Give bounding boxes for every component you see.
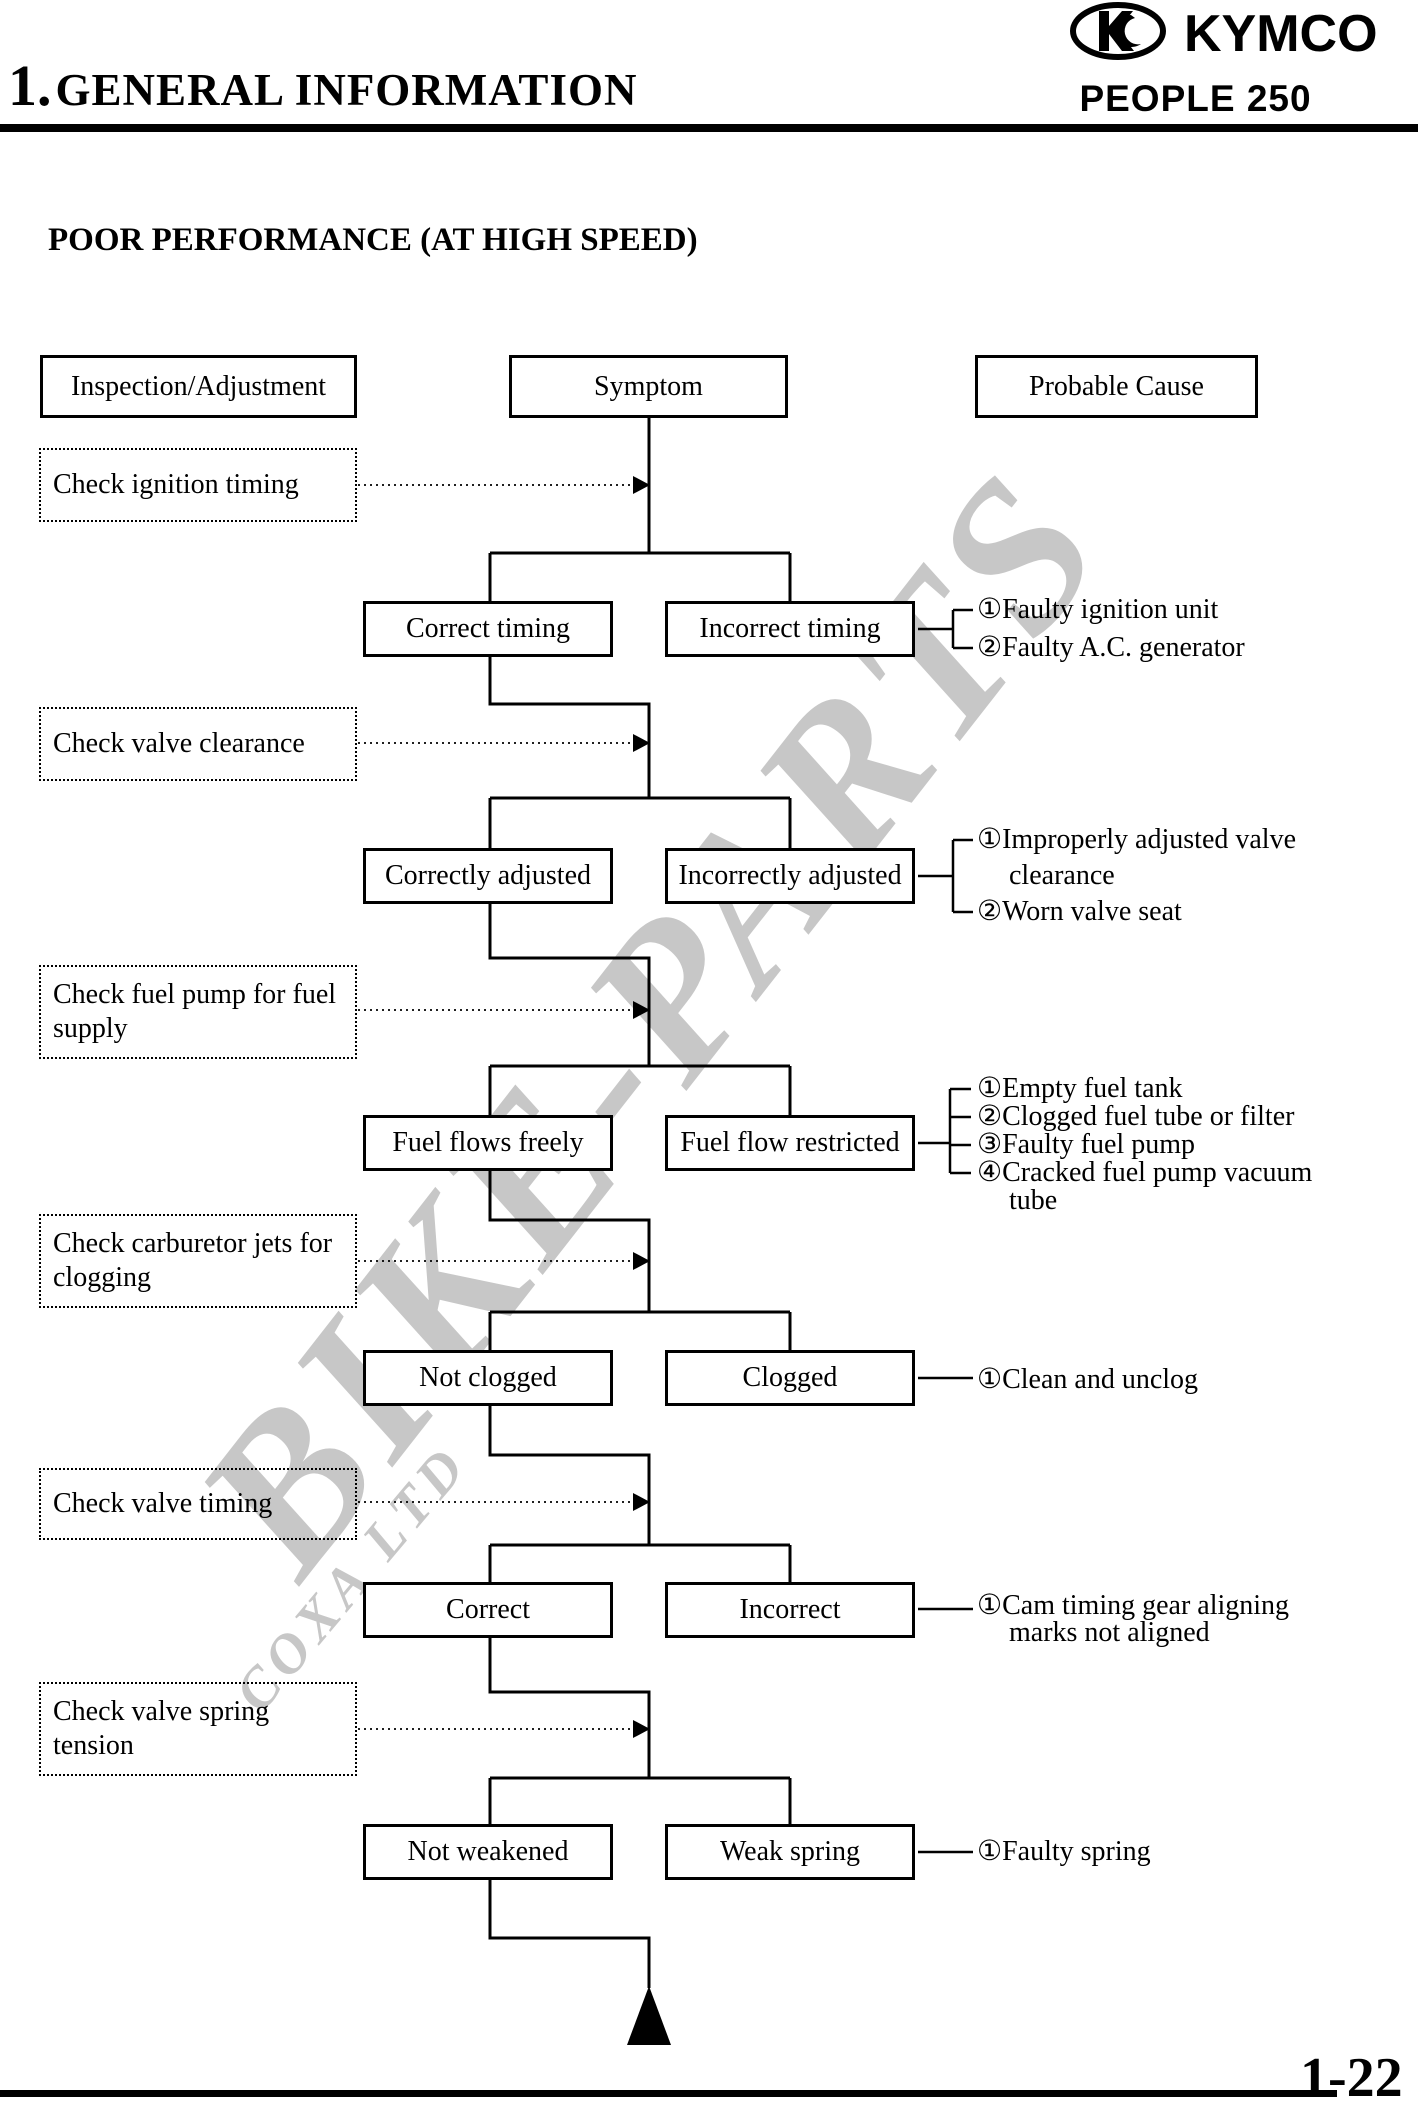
cause-item: ①Faulty ignition unit [977, 594, 1219, 625]
symptom-bad-box: Incorrect timing [665, 601, 915, 657]
continuation-triangle-icon [627, 1986, 671, 2045]
symptom-bad-box: Weak spring [665, 1824, 915, 1880]
cause-item: ④Cracked fuel pump vacuum [977, 1157, 1313, 1188]
cause-item: ②Clogged fuel tube or filter [977, 1101, 1295, 1132]
section-title: GENERAL INFORMATION [55, 65, 638, 115]
cause-list: ①Cam timing gear aligning marks not alig… [977, 1590, 1417, 1648]
kymco-logo-icon [1070, 2, 1166, 60]
header-rule [0, 124, 1418, 132]
inspection-label: Check ignition timing [53, 469, 299, 500]
cause-item: ①Empty fuel tank [977, 1073, 1183, 1104]
inspection-label: Check valve clearance [53, 728, 305, 759]
symptom-bad-box: Incorrect [665, 1582, 915, 1638]
document-header: 1. GENERAL INFORMATION [8, 52, 637, 119]
symptom-bad-box: Incorrectly adjusted [665, 848, 915, 904]
symptom-ok-box: Fuel flows freely [363, 1115, 613, 1171]
cause-item: ①Cam timing gear aligning [977, 1590, 1290, 1621]
symptom-ok-box: Correctly adjusted [363, 848, 613, 904]
inspection-box: Check valve timing [39, 1468, 357, 1540]
arrowheads [633, 476, 650, 1738]
cause-item: ②Worn valve seat [977, 896, 1182, 927]
inspection-label: Check carburetor jets for clogging [53, 1228, 333, 1293]
inspection-box: Check ignition timing [39, 448, 357, 522]
inspection-label: Check fuel pump for fuel supply [53, 979, 337, 1044]
inspection-label: Check valve spring tension [53, 1696, 270, 1761]
cause-item-continuation: marks not aligned [1009, 1617, 1210, 1648]
inspection-box: Check fuel pump for fuel supply [39, 965, 357, 1059]
symptom-ok-box: Correct timing [363, 601, 613, 657]
cause-list: ①Faulty spring [977, 1838, 1417, 1866]
symptom-bad-box: Fuel flow restricted [665, 1115, 915, 1171]
inspection-box: Check valve clearance [39, 707, 357, 781]
inspection-box: Check carburetor jets for clogging [39, 1214, 357, 1308]
symptom-ok-box: Not weakened [363, 1824, 613, 1880]
footer-rule [0, 2090, 1337, 2097]
column-header-probable-cause: Probable Cause [975, 355, 1258, 418]
inspection-box: Check valve spring tension [39, 1682, 357, 1776]
brand-name: KYMCO [1184, 5, 1378, 63]
cause-list: ①Improperly adjusted valve clearance ②Wo… [977, 822, 1417, 930]
cause-item: ③Faulty fuel pump [977, 1129, 1195, 1160]
inspection-label: Check valve timing [53, 1488, 273, 1519]
column-header-symptom: Symptom [509, 355, 788, 418]
cause-item: ①Improperly adjusted valve [977, 824, 1297, 855]
inspection-dotted-lines [358, 484, 633, 1730]
cause-item: ②Faulty A.C. generator [977, 632, 1245, 663]
page-title: POOR PERFORMANCE (AT HIGH SPEED) [48, 222, 698, 258]
symptom-ok-box: Not clogged [363, 1350, 613, 1406]
cause-list: ①Clean and unclog [977, 1366, 1417, 1394]
cause-item: ①Clean and unclog [977, 1364, 1199, 1395]
section-number: 1. [8, 53, 52, 118]
column-header-inspection: Inspection/Adjustment [40, 355, 357, 418]
symptom-bad-box: Clogged [665, 1350, 915, 1406]
page-number: 1-22 [1300, 2047, 1403, 2109]
cause-list: ①Empty fuel tank ②Clogged fuel tube or f… [977, 1075, 1417, 1215]
cause-brackets [918, 608, 973, 1854]
symptom-ok-box: Correct [363, 1582, 613, 1638]
cause-item-continuation: tube [1009, 1185, 1058, 1216]
cause-item-continuation: clearance [1009, 860, 1115, 891]
cause-list: ①Faulty ignition unit ②Faulty A.C. gener… [977, 591, 1417, 667]
cause-item: ①Faulty spring [977, 1836, 1151, 1867]
model-name: PEOPLE 250 [1079, 78, 1312, 119]
